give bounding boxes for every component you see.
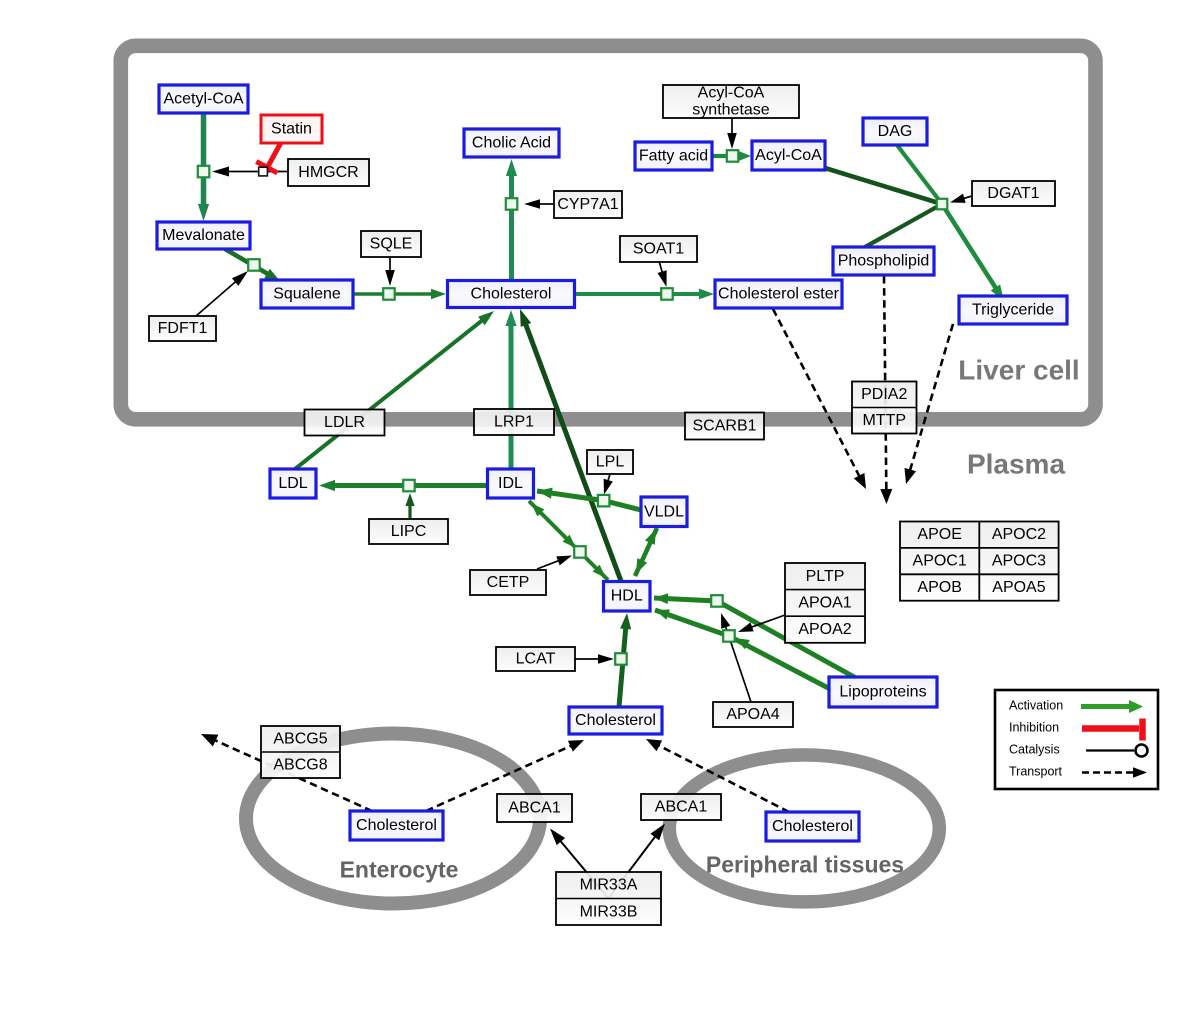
svg-text:Cholesterol ester: Cholesterol ester [718, 286, 840, 303]
svg-text:Lipoproteins: Lipoproteins [839, 684, 926, 701]
svg-text:Acetyl-CoA: Acetyl-CoA [163, 91, 243, 108]
svg-text:Inhibition: Inhibition [1009, 721, 1059, 735]
svg-text:Cholesterol: Cholesterol [575, 712, 656, 729]
svg-text:MIR33B: MIR33B [580, 903, 638, 920]
svg-text:IDL: IDL [498, 475, 523, 492]
svg-text:ABCG5: ABCG5 [273, 731, 327, 748]
svg-text:Cholic Acid: Cholic Acid [472, 135, 551, 152]
svg-text:LPL: LPL [596, 454, 625, 471]
svg-text:CYP7A1: CYP7A1 [557, 196, 618, 213]
svg-text:FDFT1: FDFT1 [158, 320, 208, 337]
svg-text:PDIA2: PDIA2 [861, 386, 907, 403]
svg-text:SCARB1: SCARB1 [692, 418, 756, 435]
svg-text:ABCA1: ABCA1 [655, 799, 708, 816]
svg-text:Triglyceride: Triglyceride [972, 302, 1054, 319]
svg-text:ABCG8: ABCG8 [273, 757, 327, 774]
svg-text:Catalysis: Catalysis [1009, 743, 1060, 757]
svg-text:synthetase: synthetase [692, 101, 769, 118]
svg-text:MTTP: MTTP [862, 412, 906, 429]
svg-text:ABCA1: ABCA1 [508, 800, 561, 817]
svg-text:Cholesterol: Cholesterol [772, 818, 853, 835]
svg-text:Fatty acid: Fatty acid [639, 148, 708, 165]
svg-text:LIPC: LIPC [391, 523, 427, 540]
svg-text:Phospholipid: Phospholipid [838, 253, 930, 270]
svg-text:DAG: DAG [878, 123, 913, 140]
svg-text:Peripheral tissues: Peripheral tissues [706, 852, 904, 878]
svg-text:APOA1: APOA1 [798, 594, 851, 611]
svg-text:Mevalonate: Mevalonate [162, 227, 245, 244]
svg-text:Plasma: Plasma [967, 449, 1065, 480]
svg-text:Activation: Activation [1009, 699, 1063, 713]
svg-text:APOA2: APOA2 [798, 621, 851, 638]
svg-text:CETP: CETP [487, 574, 530, 591]
svg-text:HMGCR: HMGCR [298, 164, 358, 181]
svg-text:Cholesterol: Cholesterol [356, 817, 437, 834]
svg-text:APOE: APOE [917, 526, 961, 543]
svg-text:LRP1: LRP1 [494, 414, 534, 431]
svg-text:APOC3: APOC3 [992, 553, 1046, 570]
svg-text:Acyl-CoA: Acyl-CoA [755, 147, 822, 164]
svg-text:APOB: APOB [917, 579, 961, 596]
svg-text:LDL: LDL [278, 475, 307, 492]
svg-text:DGAT1: DGAT1 [987, 185, 1039, 202]
svg-text:Statin: Statin [271, 121, 312, 138]
svg-text:VLDL: VLDL [644, 503, 684, 520]
svg-text:LDLR: LDLR [324, 414, 365, 431]
svg-text:Squalene: Squalene [273, 286, 341, 303]
svg-text:APOA5: APOA5 [992, 579, 1045, 596]
svg-text:MIR33A: MIR33A [580, 877, 638, 894]
svg-text:SOAT1: SOAT1 [633, 241, 684, 258]
svg-text:Acyl-CoA: Acyl-CoA [698, 85, 765, 102]
svg-text:Enterocyte: Enterocyte [340, 857, 459, 883]
svg-text:PLTP: PLTP [806, 568, 845, 585]
svg-text:Cholesterol: Cholesterol [471, 286, 552, 303]
svg-text:SQLE: SQLE [370, 236, 413, 253]
svg-text:Liver cell: Liver cell [958, 355, 1079, 386]
svg-text:APOC2: APOC2 [992, 526, 1046, 543]
svg-text:APOC1: APOC1 [913, 553, 967, 570]
svg-text:APOA4: APOA4 [726, 706, 779, 723]
svg-text:HDL: HDL [611, 588, 643, 605]
svg-text:Transport: Transport [1009, 765, 1063, 779]
svg-text:LCAT: LCAT [516, 651, 556, 668]
